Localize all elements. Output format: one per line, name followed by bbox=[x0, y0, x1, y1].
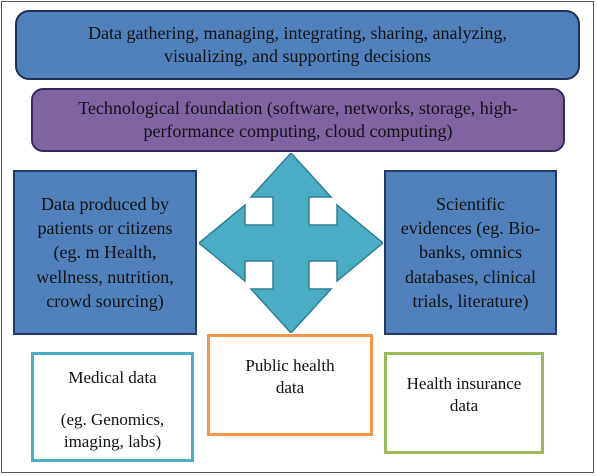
public-health-data-text: Public health data bbox=[245, 356, 335, 397]
medical-data-box: Medical data (eg. Genomics, imaging, lab… bbox=[31, 352, 194, 462]
patient-data-text: Data produced by patients or citizens (e… bbox=[36, 193, 174, 311]
medical-data-title: Medical data bbox=[68, 368, 157, 387]
medical-data-examples: (eg. Genomics, imaging, labs) bbox=[60, 409, 165, 451]
patient-data-box: Data produced by patients or citizens (e… bbox=[13, 170, 197, 335]
scientific-evidence-text: Scientific evidences (eg. Bio- banks, om… bbox=[400, 193, 541, 311]
technological-foundation-text: Technological foundation (software, netw… bbox=[78, 97, 518, 141]
four-way-arrow-icon bbox=[199, 153, 383, 333]
data-processing-box: Data gathering, managing, integrating, s… bbox=[15, 10, 580, 80]
health-insurance-data-text: Health insurance data bbox=[406, 374, 522, 415]
public-health-data-box: Public health data bbox=[207, 334, 373, 436]
scientific-evidence-box: Scientific evidences (eg. Bio- banks, om… bbox=[384, 170, 557, 335]
health-insurance-data-box: Health insurance data bbox=[384, 352, 544, 454]
four-way-arrow-shape bbox=[199, 153, 383, 333]
technological-foundation-box: Technological foundation (software, netw… bbox=[31, 88, 565, 152]
data-processing-text: Data gathering, managing, integrating, s… bbox=[88, 22, 507, 66]
